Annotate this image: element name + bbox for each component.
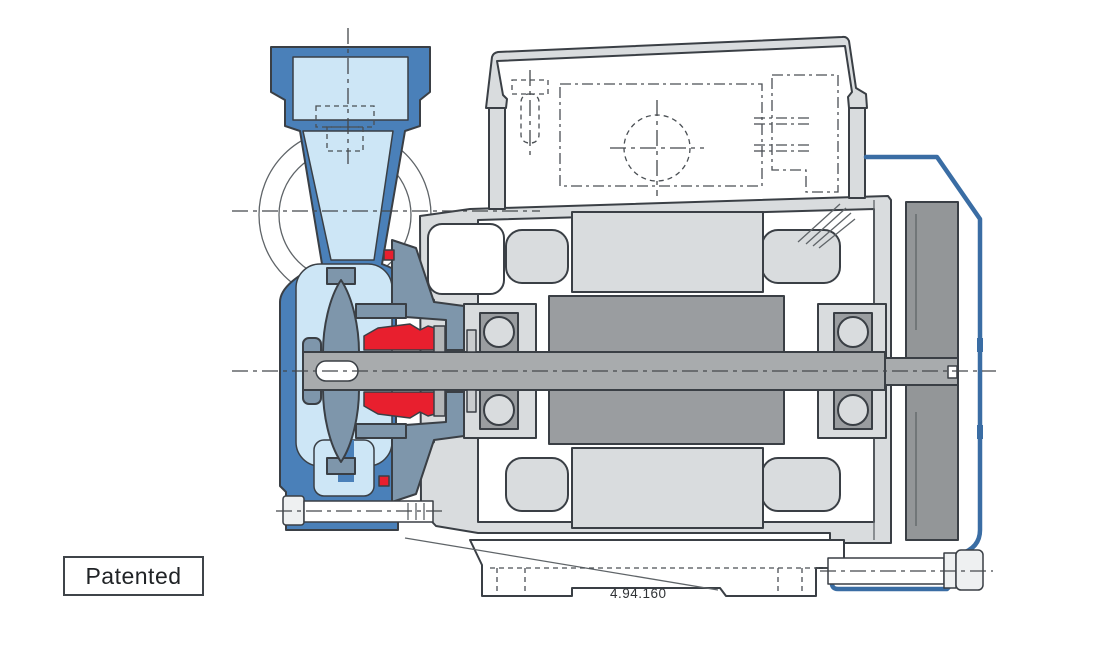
- o-ring: [378, 475, 390, 487]
- stator-windings: [505, 203, 856, 512]
- discharge-nozzle: [292, 56, 409, 121]
- o-ring: [383, 249, 395, 261]
- seal-housing: [355, 239, 465, 503]
- shaft-end-slot: [947, 365, 958, 379]
- mechanical-seal: [363, 249, 443, 487]
- centerlines: [232, 28, 996, 572]
- lead-wires: [797, 203, 856, 249]
- vent-slot: [977, 425, 983, 439]
- bracket-window: [427, 223, 505, 295]
- terminal-box-cover: [485, 35, 868, 109]
- rear-bearing: [833, 312, 873, 430]
- patented-label: Patented: [63, 556, 204, 596]
- slinger: [433, 325, 446, 353]
- slinger: [433, 389, 446, 417]
- front-bearing: [479, 312, 519, 430]
- tie-bolt: [827, 549, 984, 591]
- patented-text: Patented: [85, 562, 182, 589]
- pump-casing: [270, 46, 435, 531]
- terminal-box-hidden-details: [315, 74, 839, 193]
- drawing-number-label: 4.94.160: [610, 586, 667, 601]
- vent-slot: [977, 338, 983, 352]
- stator-core: [571, 211, 764, 529]
